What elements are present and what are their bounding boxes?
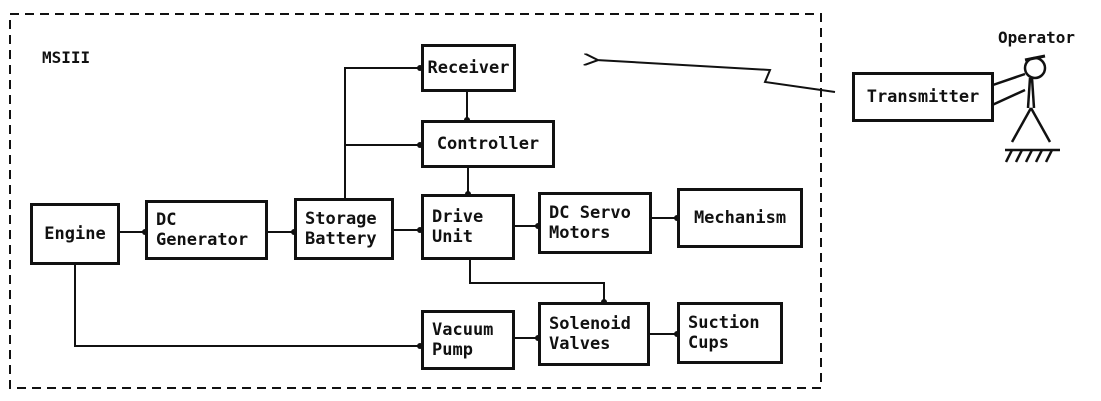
engine-label: Engine [44, 224, 105, 244]
vacuum-pump-block: Vacuum Pump [421, 310, 515, 370]
dc-servo-motors-label-line-1: DC Servo [549, 203, 649, 223]
storage-battery-block: Storage Battery [294, 198, 394, 260]
dc-generator-block: DC Generator [145, 200, 268, 260]
mechanism-block: Mechanism [677, 188, 803, 248]
drive-unit-label-line-2: Unit [432, 227, 512, 247]
storage-battery-label-line-2: Battery [305, 229, 391, 249]
transmitter-label: Transmitter [867, 87, 980, 107]
drive-unit-label-line-1: Drive [432, 207, 512, 227]
wire-battery-receiver [345, 68, 420, 198]
dc-generator-label-line-2: Generator [156, 230, 265, 250]
solenoid-valves-block: Solenoid Valves [538, 302, 650, 366]
suction-cups-block: Suction Cups [677, 302, 783, 364]
transmitter-block: Transmitter [852, 72, 994, 122]
dc-generator-label-line-1: DC [156, 210, 265, 230]
engine-block: Engine [30, 203, 120, 265]
vacuum-pump-label-line-1: Vacuum [432, 320, 512, 340]
dc-servo-motors-block: DC Servo Motors [538, 192, 652, 254]
controller-block: Controller [421, 120, 555, 168]
system-label: MSIII [42, 48, 90, 67]
operator-figure-icon [1005, 56, 1060, 162]
dc-servo-motors-label-line-2: Motors [549, 223, 649, 243]
receiver-block: Receiver [421, 44, 516, 92]
wireless-signal-arrow [596, 60, 835, 92]
receiver-label: Receiver [428, 58, 510, 78]
operator-label: Operator [998, 28, 1075, 47]
vacuum-pump-label-line-2: Pump [432, 340, 512, 360]
operator-arms [990, 74, 1025, 106]
wire-drive-solenoid [470, 260, 604, 302]
suction-cups-label-line-1: Suction [688, 313, 780, 333]
wire-engine-vacuum [75, 265, 420, 346]
drive-unit-block: Drive Unit [421, 194, 515, 260]
controller-label: Controller [437, 134, 539, 154]
storage-battery-label-line-1: Storage [305, 209, 391, 229]
suction-cups-label-line-2: Cups [688, 333, 780, 353]
solenoid-valves-label-line-2: Valves [549, 334, 647, 354]
mechanism-label: Mechanism [694, 208, 786, 228]
solenoid-valves-label-line-1: Solenoid [549, 314, 647, 334]
